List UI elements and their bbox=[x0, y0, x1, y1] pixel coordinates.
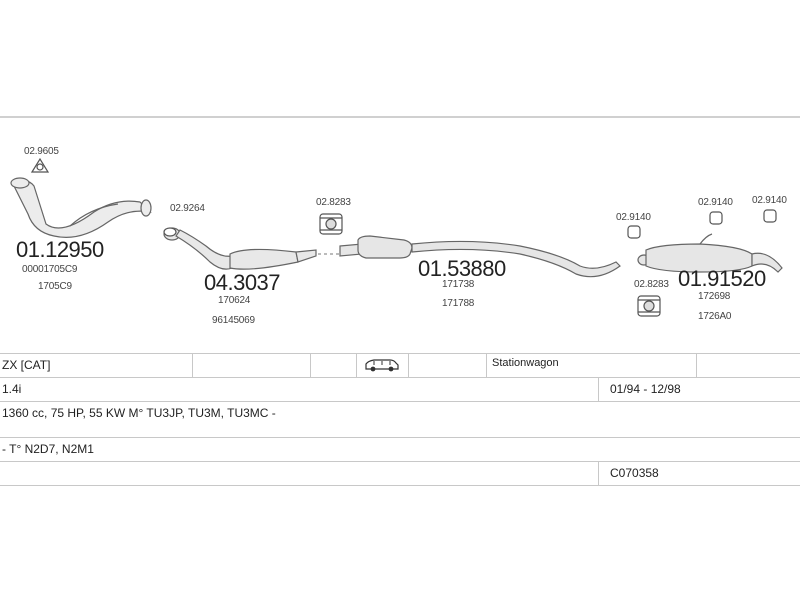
divider bbox=[486, 353, 487, 377]
top-border bbox=[0, 116, 800, 118]
middle-silencer-part[interactable] bbox=[339, 235, 621, 278]
body-type-cell: Stationwagon bbox=[492, 357, 559, 369]
divider bbox=[696, 353, 697, 377]
downpipe-part[interactable] bbox=[10, 177, 152, 238]
part-reference: 172698 bbox=[698, 291, 731, 302]
years-cell: 01/94 - 12/98 bbox=[610, 382, 681, 396]
vehicle-info-table: ZX [CAT] Stationwagon 1.4i 01/94 - 12/98… bbox=[0, 353, 800, 488]
part-reference: 171788 bbox=[442, 298, 475, 309]
clamp-number: 02.9140 bbox=[752, 195, 787, 206]
rear-silencer-part[interactable] bbox=[637, 233, 783, 273]
divider bbox=[356, 353, 357, 377]
table-row bbox=[0, 485, 800, 486]
divider bbox=[598, 377, 599, 401]
divider bbox=[598, 461, 599, 485]
gearbox-cell: - T° N2D7, N2M1 bbox=[2, 442, 94, 456]
divider bbox=[310, 353, 311, 377]
clamp-number: 02.9264 bbox=[170, 203, 205, 214]
table-row bbox=[0, 377, 800, 378]
spec-cell: 1360 cc, 75 HP, 55 KW M° TU3JP, TU3M, TU… bbox=[2, 406, 276, 420]
clamp-icon[interactable] bbox=[163, 227, 177, 237]
divider bbox=[192, 353, 193, 377]
clamp-icon[interactable] bbox=[627, 209, 777, 239]
clamp-number: 02.8283 bbox=[316, 197, 351, 208]
part-number: 04.3037 bbox=[204, 270, 281, 295]
engine-cell: 1.4i bbox=[2, 382, 22, 396]
table-row bbox=[0, 437, 800, 438]
station-wagon-icon bbox=[364, 357, 400, 375]
clamp-number: 02.9605 bbox=[24, 146, 59, 157]
part-number: 01.12950 bbox=[16, 237, 104, 262]
catalog-code-cell: C070358 bbox=[610, 466, 659, 480]
catalytic-converter-part[interactable] bbox=[163, 227, 317, 270]
part-reference: 00001705C9 bbox=[22, 264, 78, 275]
flange-gasket-icon[interactable] bbox=[30, 157, 50, 173]
part-reference: 170624 bbox=[218, 295, 251, 306]
part-reference: 1726A0 bbox=[698, 311, 732, 322]
part-number: 01.91520 bbox=[678, 266, 766, 291]
clamp-number: 02.8283 bbox=[634, 279, 669, 290]
part-reference: 96145069 bbox=[212, 315, 255, 326]
table-row bbox=[0, 353, 800, 354]
divider bbox=[408, 353, 409, 377]
rubber-mount-icon[interactable] bbox=[637, 295, 661, 317]
part-reference: 171738 bbox=[442, 279, 475, 290]
table-row bbox=[0, 461, 800, 462]
clamp-number: 02.9140 bbox=[616, 212, 651, 223]
table-row bbox=[0, 401, 800, 402]
model-cell: ZX [CAT] bbox=[2, 358, 51, 372]
rubber-mount-icon[interactable] bbox=[319, 213, 343, 235]
part-number: 01.53880 bbox=[418, 256, 506, 281]
clamp-number: 02.9140 bbox=[698, 197, 733, 208]
part-reference: 1705C9 bbox=[38, 281, 72, 292]
